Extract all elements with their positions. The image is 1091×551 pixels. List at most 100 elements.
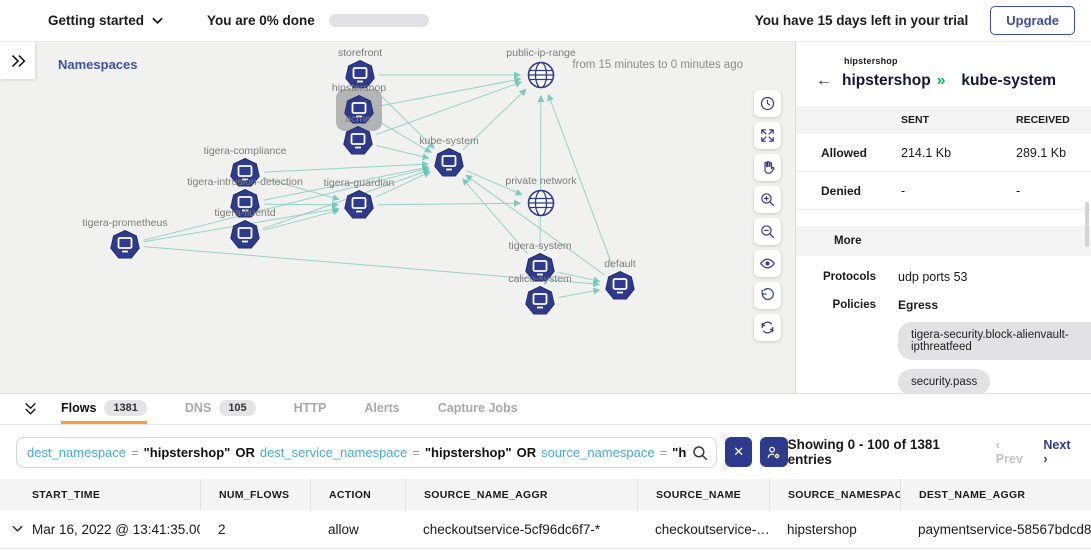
cell-source_name_aggr: checkoutservice-5cf96dc6f7-* <box>423 521 601 537</box>
tab-label: Alerts <box>364 400 400 415</box>
back-button[interactable]: ← <box>816 72 832 89</box>
stats-header-row: SENT RECEIVED <box>796 106 1091 134</box>
visibility-button[interactable] <box>754 250 781 277</box>
pan-button[interactable] <box>754 154 781 181</box>
namespace-icon <box>229 157 261 189</box>
prev-page-button[interactable]: ‹ Prev <box>995 438 1023 466</box>
getting-started-label: Getting started <box>48 13 145 28</box>
column-header-action[interactable]: ACTION <box>310 479 405 510</box>
column-header-dest_name_aggr[interactable]: DEST_NAME_AGGR <box>900 479 1091 510</box>
egress-label: Egress <box>898 298 939 312</box>
received-value: - <box>1016 183 1021 198</box>
policies-label: Policies <box>832 299 876 311</box>
tab-count-badge: 105 <box>219 399 256 416</box>
query-token-op: = <box>131 444 139 460</box>
cell-start_time: Mar 16, 2022 @ 13:41:35.000 <box>0 522 200 537</box>
refresh-icon <box>761 321 774 334</box>
top-bar: Getting started You are 0% done You have… <box>0 0 1091 42</box>
trial-countdown: You have 15 days left in your trial <box>754 13 969 28</box>
stats-row-label: Allowed <box>821 145 868 160</box>
details-panel: hipstershop ← hipstershop » kube-system … <box>795 42 1091 393</box>
query-token-field: dest_namespace <box>27 444 127 460</box>
query-token-value: "hipstershop" <box>143 444 231 460</box>
details-eyebrow: hipstershop <box>844 56 898 66</box>
namespace-icon <box>343 94 375 126</box>
clear-filter-button[interactable]: ✕ <box>725 437 753 467</box>
query-token-value: "hipstershop" <box>672 444 686 460</box>
tab-count-badge: 1381 <box>104 399 147 416</box>
namespace-icon <box>229 219 261 251</box>
node-label: tigera-system <box>508 240 572 252</box>
node-label: tigera-intrusion-detection <box>187 176 303 188</box>
service-graph-panel: Namespaces from 15 minutes to 0 minutes … <box>0 42 795 393</box>
column-header-start_time[interactable]: START_TIME <box>32 488 101 501</box>
node-label: private network <box>505 175 577 187</box>
panel-scrollbar[interactable] <box>1085 202 1089 247</box>
sent-column-header: SENT <box>901 114 930 126</box>
column-header-source_name[interactable]: SOURCE_NAME <box>637 479 769 510</box>
namespace-icon <box>229 188 261 220</box>
namespace-icon <box>343 189 375 221</box>
column-header-source_namespace[interactable]: SOURCE_NAMESPACE <box>769 479 900 510</box>
expand-sidebar-button[interactable] <box>0 42 35 79</box>
node-label: tigera-compliance <box>203 145 287 157</box>
tab-alerts[interactable]: Alerts <box>364 394 399 424</box>
tab-label: HTTP <box>293 400 327 415</box>
received-column-header: RECEIVED <box>1016 114 1070 126</box>
tab-capture-jobs[interactable]: Capture Jobs <box>438 394 518 424</box>
next-page-button[interactable]: Next › <box>1043 438 1071 466</box>
namespace-icon <box>342 125 374 157</box>
expand-icon <box>761 129 774 142</box>
protocols-label: Protocols <box>822 271 876 283</box>
zoom-in-button[interactable] <box>754 186 781 213</box>
flow-direction-icon: » <box>936 72 946 89</box>
getting-started-menu[interactable]: Getting started <box>48 13 163 28</box>
policy-pill[interactable]: tigera-security.block-alienvault-ipthrea… <box>898 322 1091 360</box>
tab-http[interactable]: HTTP <box>294 394 327 424</box>
expand-button[interactable] <box>754 122 781 149</box>
node-label: tigera-prometheus <box>82 217 168 229</box>
namespace-icon <box>524 285 556 317</box>
globe-icon <box>525 59 557 91</box>
node-label: calico-system <box>508 273 572 285</box>
column-header-source_name_aggr[interactable]: SOURCE_NAME_AGGR <box>405 479 637 510</box>
cell-action: allow <box>328 521 359 537</box>
query-token-field: dest_service_namespace <box>259 444 408 460</box>
main-area: Namespaces from 15 minutes to 0 minutes … <box>0 42 1091 393</box>
history-button[interactable] <box>754 90 781 117</box>
namespace-icon <box>524 252 556 284</box>
pan-icon <box>764 160 775 174</box>
details-header: ← hipstershop » kube-system <box>816 70 1091 92</box>
received-value: 289.1 Kb <box>1016 145 1067 160</box>
namespace-icon <box>344 59 376 91</box>
row-expander-icon[interactable] <box>12 525 23 533</box>
search-icon <box>691 444 709 467</box>
zoom-out-icon <box>761 225 775 239</box>
node-label: acme <box>345 113 371 125</box>
collapse-panel-icon[interactable] <box>22 394 39 424</box>
source-namespace-title: hipstershop <box>842 72 931 89</box>
sent-value: - <box>901 183 906 198</box>
upgrade-button[interactable]: Upgrade <box>990 6 1075 35</box>
visibility-icon <box>760 258 775 269</box>
namespace-icon <box>109 229 141 261</box>
refresh-button[interactable] <box>754 314 781 341</box>
node-label: tigera-fluentd <box>214 207 276 219</box>
zoom-out-button[interactable] <box>754 218 781 245</box>
node-label: tigera-guardian <box>323 177 395 189</box>
policy-pill[interactable]: security.pass <box>898 369 991 393</box>
query-token-value: "hipstershop" <box>424 444 512 460</box>
user-settings-button[interactable] <box>760 437 788 467</box>
undo-button[interactable] <box>754 282 781 309</box>
more-section-header: More <box>796 226 1091 256</box>
cell-source_name: checkoutservice-… <box>655 521 769 537</box>
column-header-num_flows[interactable]: NUM_FLOWS <box>200 479 310 510</box>
